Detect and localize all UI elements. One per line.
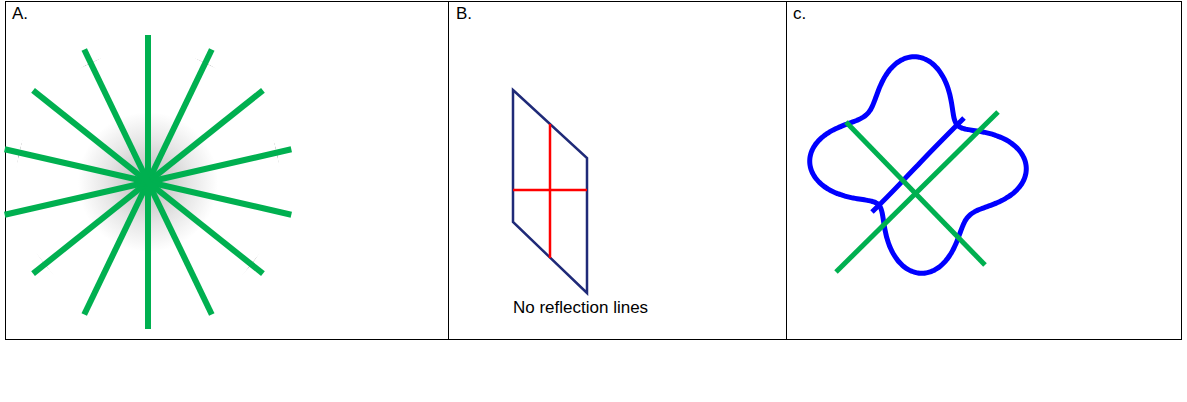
parallelogram xyxy=(513,90,587,293)
parallelogram-figure xyxy=(513,90,587,293)
table-grid xyxy=(6,2,1182,340)
rosette-figure xyxy=(0,28,308,340)
panel-note: No reflection lines xyxy=(513,298,648,318)
reflection-line xyxy=(84,50,212,315)
column-divider xyxy=(448,2,449,340)
table-border xyxy=(6,2,1182,340)
column-divider xyxy=(786,2,787,340)
reflection-line xyxy=(836,112,998,272)
reflection-line xyxy=(84,50,212,315)
clover-figure xyxy=(810,57,1027,274)
false-line xyxy=(513,189,587,192)
clover-outline xyxy=(810,57,1027,274)
panel-letter: c. xyxy=(793,4,806,24)
panel-letter: B. xyxy=(456,4,472,24)
panel-letter: A. xyxy=(12,4,28,24)
